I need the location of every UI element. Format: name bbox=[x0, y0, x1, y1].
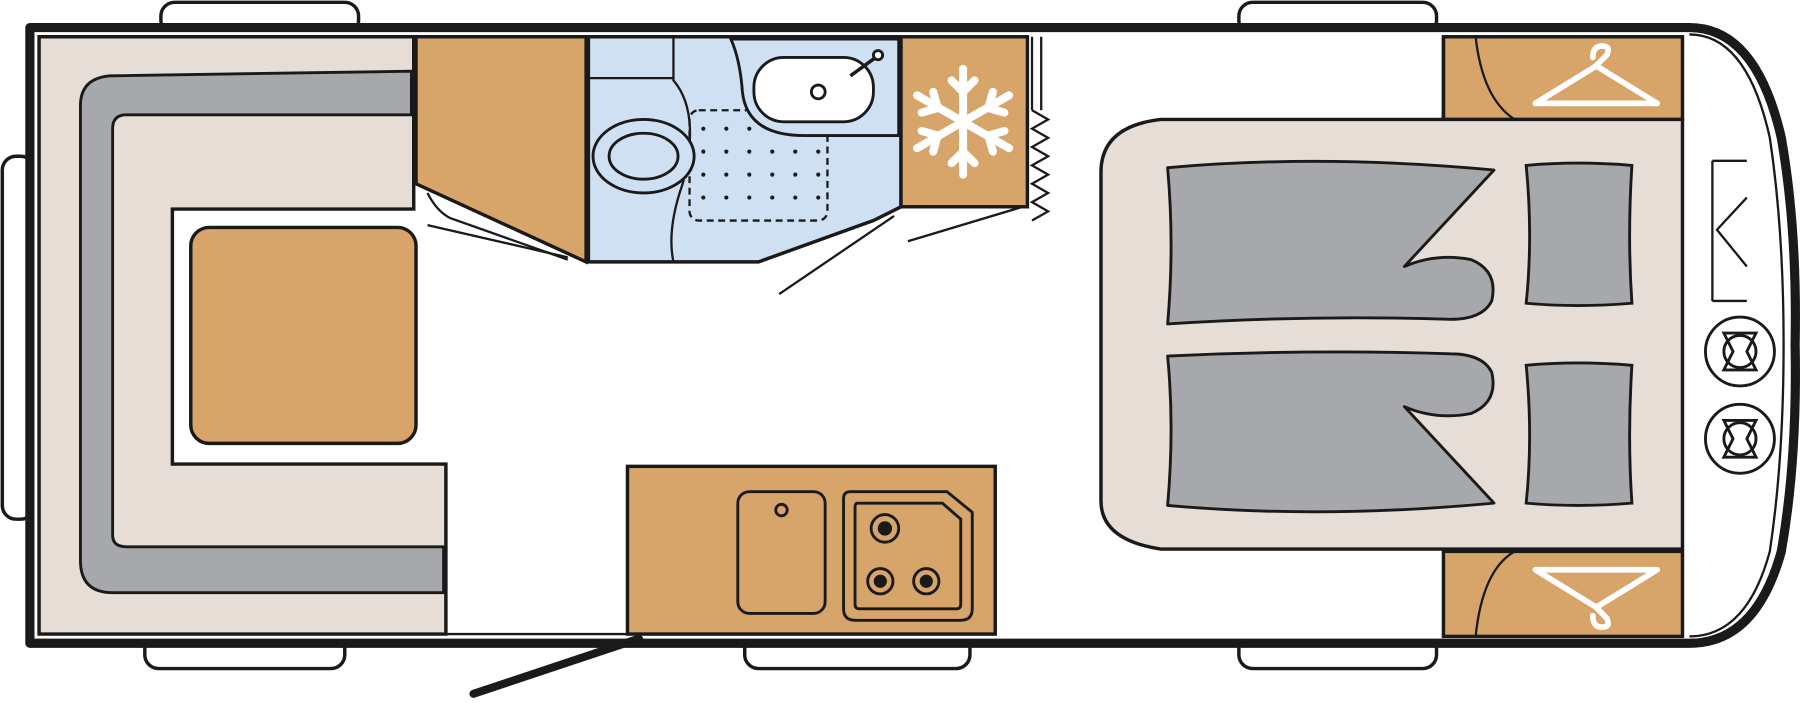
wardrobe-bottom bbox=[1441, 549, 1685, 639]
seat-backrest bbox=[79, 69, 446, 595]
rear-wall-inner bbox=[1689, 33, 1785, 638]
toilet-icon bbox=[591, 118, 696, 195]
gas-burner-icon bbox=[842, 490, 974, 622]
pillow-bottom bbox=[1524, 361, 1634, 507]
fridge-door-swing bbox=[907, 205, 1024, 243]
front-cabinet bbox=[414, 35, 588, 265]
heater-zigzag bbox=[1029, 36, 1051, 222]
entry-door bbox=[469, 634, 643, 698]
wardrobe-top bbox=[1441, 35, 1685, 122]
hanger-icon bbox=[1532, 566, 1661, 631]
taillight-icon bbox=[1711, 159, 1748, 303]
hanger-icon bbox=[1532, 43, 1661, 107]
kitchen-sink bbox=[736, 490, 827, 615]
sink-icon bbox=[752, 49, 885, 124]
cabinet-door-swing bbox=[426, 192, 569, 261]
front-seating bbox=[37, 35, 448, 636]
rear-light-left bbox=[1704, 315, 1776, 388]
pillow-top bbox=[1524, 161, 1634, 307]
bathroom-door-swing bbox=[778, 215, 895, 296]
door-line bbox=[427, 224, 568, 259]
mattress-top bbox=[1166, 159, 1496, 326]
rear-light-right bbox=[1704, 402, 1776, 475]
snowflake-icon bbox=[913, 64, 1014, 179]
mattress-bottom bbox=[1166, 350, 1496, 514]
dinette-table bbox=[189, 225, 418, 446]
